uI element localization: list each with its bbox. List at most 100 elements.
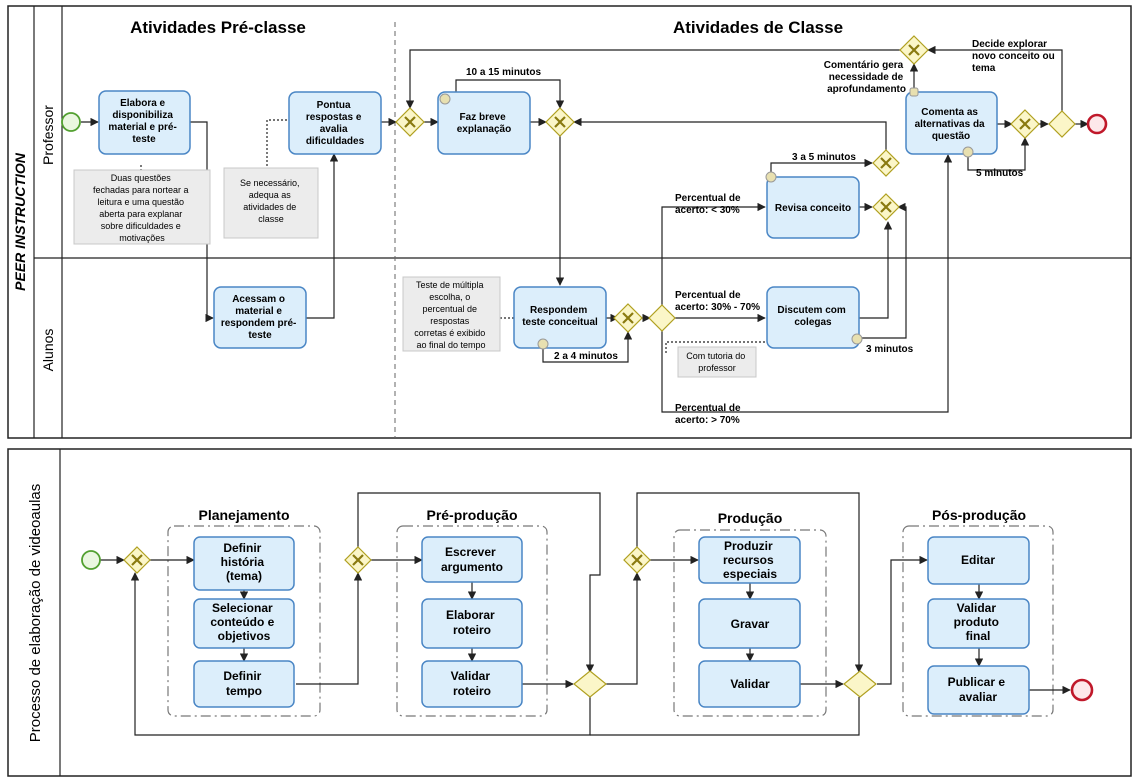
group-title-pre-producao: Pré-produção <box>426 507 517 523</box>
label-5-minutos: 5 minutos <box>976 168 1024 179</box>
label-10-15-minutos: 10 a 15 minutos <box>466 67 541 78</box>
svg-text:Com tutoria do professor: Com tutoria do professor <box>686 351 748 373</box>
task-revisa-conceito[interactable]: Revisa conceito <box>766 176 860 239</box>
task-faz-breve-explanacao[interactable]: Faz breve explanação <box>437 91 531 155</box>
task-acessam-material[interactable]: Acessam o material e respondem pré- test… <box>213 286 307 349</box>
label-comentario-gera: Comentário gera necessidade de aprofunda… <box>824 60 906 95</box>
group-planejamento <box>167 525 321 717</box>
message-icon <box>909 87 919 97</box>
svg-text:Elaborar roteiro: Elaborar roteiro <box>446 608 498 637</box>
svg-text:Se necessário, adequa as: Se necessário, adequa as atividades de c… <box>240 178 302 224</box>
svg-text:Pontua respostas e: Pontua respostas e avalia dificuldades <box>306 100 365 147</box>
timer-icon <box>439 93 451 105</box>
gateway-exclusive-icon <box>395 107 425 137</box>
end-event-icon <box>1070 678 1094 702</box>
task-selecionar-conteudo[interactable]: Selecionar conteúdo e objetivos <box>193 598 295 649</box>
task-produzir-recursos[interactable]: Produzir recursos especiais <box>698 536 801 584</box>
gateway-decision-icon <box>648 304 676 332</box>
svg-text:Respondem teste conceitu: Respondem teste conceitual <box>522 305 598 328</box>
gateway-exclusive-icon <box>545 107 575 137</box>
gateway-exclusive-icon <box>613 303 643 333</box>
task-gravar[interactable]: Gravar <box>698 598 801 649</box>
task-pontua-respostas[interactable]: Pontua respostas e avalia dificuldades <box>288 91 382 155</box>
svg-text:Duas questões fechadas p: Duas questões fechadas para nortear a le… <box>93 173 191 243</box>
lane-label-alunos: Alunos <box>40 329 56 372</box>
group-title-pos-producao: Pós-produção <box>932 507 1026 523</box>
svg-text:Discutem com colegas: Discutem com colegas <box>777 305 848 328</box>
gateway-exclusive-icon <box>872 149 900 177</box>
note-tutoria: Com tutoria do professor <box>677 346 757 378</box>
svg-text:Escrever argumento: Escrever argumento <box>441 545 503 574</box>
start-event-icon <box>61 112 81 132</box>
svg-text:Teste de múltipla escolh: Teste de múltipla escolha, o percentual … <box>414 280 488 350</box>
task-discutem-colegas[interactable]: Discutem com colegas <box>766 286 860 349</box>
svg-text:Editar: Editar <box>961 553 995 567</box>
group-pre-producao <box>396 525 548 717</box>
gateway-decision-icon <box>573 670 607 698</box>
svg-text:Gravar: Gravar <box>731 617 770 631</box>
section-class-title: Atividades de Classe <box>673 18 843 37</box>
end-event-icon <box>1086 113 1108 135</box>
note-teste-multipla: Teste de múltipla escolha, o percentual … <box>402 276 501 352</box>
timer-icon <box>962 146 974 158</box>
lane-label-professor: Professor <box>40 105 56 165</box>
gateway-exclusive-icon <box>1010 109 1040 139</box>
bottom-connectors <box>100 492 1071 736</box>
svg-text:Publicar e avaliar: Publicar e avaliar <box>948 675 1009 704</box>
svg-text:Produzir recursos: Produzir recursos especiais <box>723 539 777 581</box>
label-percentual-gt70: Percentual de acerto: > 70% <box>675 403 743 426</box>
label-percentual-lt30: Percentual de acerto: < 30% <box>675 193 743 216</box>
section-preclass-title: Atividades Pré-classe <box>130 18 306 37</box>
group-titles: Planejamento Pré-produção Produção Pós-p… <box>198 507 1026 526</box>
task-definir-historia[interactable]: Definir história (tema) <box>193 536 295 591</box>
start-event-icon <box>81 550 101 570</box>
task-escrever-argumento[interactable]: Escrever argumento <box>421 536 523 583</box>
gateway-decision-icon <box>843 670 877 698</box>
task-validar-roteiro[interactable]: Validar roteiro <box>421 660 523 708</box>
group-title-producao: Produção <box>718 510 783 526</box>
group-producao <box>673 529 827 717</box>
svg-text:Validar roteiro: Validar roteiro <box>451 669 494 698</box>
task-elaborar-roteiro[interactable]: Elaborar roteiro <box>421 598 523 649</box>
task-elabora-material[interactable]: Elabora e disponibiliza material e pré- … <box>98 90 191 155</box>
label-2-4-minutos: 2 a 4 minutos <box>554 351 618 362</box>
task-respondem-teste[interactable]: Respondem teste conceitual <box>513 286 607 349</box>
label-decide-explorar: Decide explorar novo conceito ou tema <box>972 39 1058 74</box>
svg-text:Selecionar conteúdo e: Selecionar conteúdo e objetivos <box>210 601 277 643</box>
label-3-5-minutos: 3 a 5 minutos <box>792 152 856 163</box>
top-flow-labels: 10 a 15 minutos 3 a 5 minutos 5 minutos … <box>466 39 1058 426</box>
svg-text:Comenta as alternativas: Comenta as alternativas da questão <box>915 107 988 142</box>
svg-text:Validar: Validar <box>730 677 770 691</box>
gateway-exclusive-icon <box>123 546 151 574</box>
timer-icon <box>537 338 549 350</box>
note-se-necessario: Se necessário, adequa as atividades de c… <box>223 167 319 239</box>
pool-label-videoaulas: Processo de elaboração de videoaulas <box>27 484 44 743</box>
svg-text:Validar produto fi: Validar produto final <box>954 601 1003 643</box>
pool-label-peer-instruction: PEER INSTRUCTION <box>12 152 28 291</box>
gateway-exclusive-icon <box>344 546 372 574</box>
top-gateways <box>395 35 1076 333</box>
task-comenta-alternativas[interactable]: Comenta as alternativas da questão <box>905 91 998 155</box>
svg-text:Revisa conceito: Revisa conceito <box>775 203 851 214</box>
task-definir-tempo[interactable]: Definir tempo <box>193 660 295 708</box>
timer-icon <box>765 171 777 183</box>
gateway-exclusive-icon <box>899 35 929 65</box>
svg-text:Faz breve explanação: Faz breve explanação <box>457 112 511 135</box>
task-validar[interactable]: Validar <box>698 660 801 708</box>
timer-icons <box>439 87 974 350</box>
note-duas-questoes: Duas questões fechadas para nortear a le… <box>73 169 211 245</box>
svg-text:Elabora e disponibiliza: Elabora e disponibiliza material e pré- … <box>108 98 179 145</box>
label-percentual-30-70: Percentual de acerto: 30% - 70% <box>675 290 760 313</box>
svg-text:Definir tempo: Definir tempo <box>223 669 264 698</box>
gateway-decision-icon <box>1048 110 1076 138</box>
gateway-exclusive-icon <box>623 546 651 574</box>
gateway-exclusive-icon <box>872 193 900 221</box>
svg-text:Acessam o material e: Acessam o material e respondem pré- test… <box>221 294 299 341</box>
task-editar[interactable]: Editar <box>927 536 1030 585</box>
task-publicar-avaliar[interactable]: Publicar e avaliar <box>927 665 1030 715</box>
svg-text:Definir história (: Definir história (tema) <box>221 541 268 583</box>
group-pos-producao <box>902 525 1054 717</box>
task-validar-produto[interactable]: Validar produto final <box>927 598 1030 649</box>
bottom-gateways <box>123 546 877 698</box>
